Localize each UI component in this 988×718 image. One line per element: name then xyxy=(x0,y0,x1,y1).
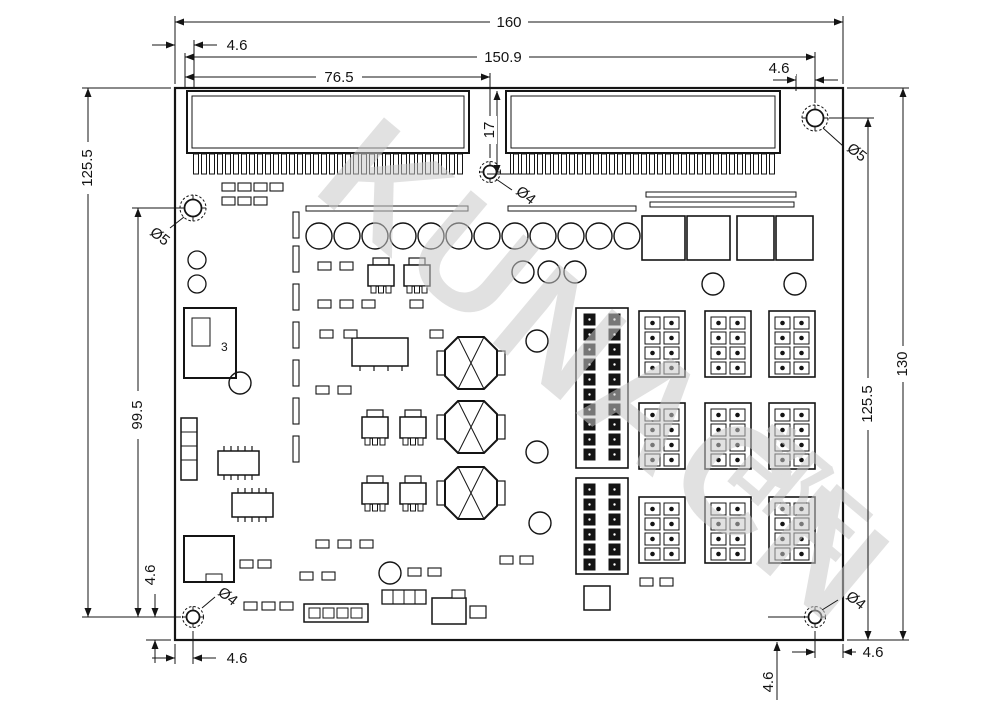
dim-left-full-height: 125.5 xyxy=(79,87,181,618)
bottom-connector xyxy=(303,603,369,623)
dim-label-76-5: 76.5 xyxy=(324,69,353,86)
bottom-misc-parts xyxy=(381,585,611,625)
relay-blocks xyxy=(641,215,814,261)
left-connector-strip xyxy=(180,417,198,481)
dim-left-inner-height: 99.5 xyxy=(129,207,181,617)
edge-connector-left xyxy=(186,90,470,175)
dim-label-4-6-bottom-edge: 4.6 xyxy=(760,672,777,693)
hole-diameter-label: Ø5 xyxy=(844,140,870,166)
dim-label-4-6-bottom-right: 4.6 xyxy=(863,644,884,661)
dim-label-99-5: 99.5 xyxy=(129,400,146,429)
left-power-module: 3 xyxy=(183,307,237,379)
dim-left-bottom-offset: 4.6 xyxy=(142,557,171,663)
dip-ics xyxy=(217,337,409,523)
dim-top-left-offset: 4.6 xyxy=(152,37,254,89)
dim-connector-depth: 17 xyxy=(481,91,530,175)
dim-label-125-5-right: 125.5 xyxy=(859,385,876,423)
pin-header-upper xyxy=(575,307,629,469)
connector-pins-right xyxy=(510,153,776,175)
connector-pins-left xyxy=(191,153,465,175)
silkscreen-label: 3 xyxy=(221,340,228,354)
bottom-left-module xyxy=(183,535,235,583)
dim-label-17: 17 xyxy=(481,122,498,139)
dim-bottom-right-offset: 4.6 xyxy=(792,631,890,661)
dim-right-inner-height: 125.5 xyxy=(829,117,876,641)
pcb-components: 3 xyxy=(179,90,829,629)
dim-label-4-6-bottom-left: 4.6 xyxy=(227,650,248,667)
dim-label-4-6-top-left: 4.6 xyxy=(227,37,248,54)
dim-top-right-offset: 4.6 xyxy=(762,60,838,103)
silkscreen-bars xyxy=(305,191,797,212)
dim-label-150-9: 150.9 xyxy=(484,49,522,66)
hole-diameter-label: Ø5 xyxy=(147,224,173,250)
pin-header-lower xyxy=(575,477,629,575)
dim-bottom-right-edge-offset: 4.6 xyxy=(760,616,804,700)
dim-bottom-left-offset: 4.6 xyxy=(152,631,254,667)
edge-connector-right xyxy=(505,90,781,175)
dim-label-4-6-top-right: 4.6 xyxy=(769,60,790,77)
dim-label-130: 130 xyxy=(894,351,911,376)
inductors xyxy=(436,336,506,520)
dim-label-4-6-left-bottom: 4.6 xyxy=(142,565,159,586)
dim-label-160: 160 xyxy=(496,14,521,31)
dim-total-height: 130 xyxy=(847,87,911,641)
dim-label-125-5-left: 125.5 xyxy=(79,149,96,187)
dim-total-width: 160 xyxy=(174,13,844,84)
